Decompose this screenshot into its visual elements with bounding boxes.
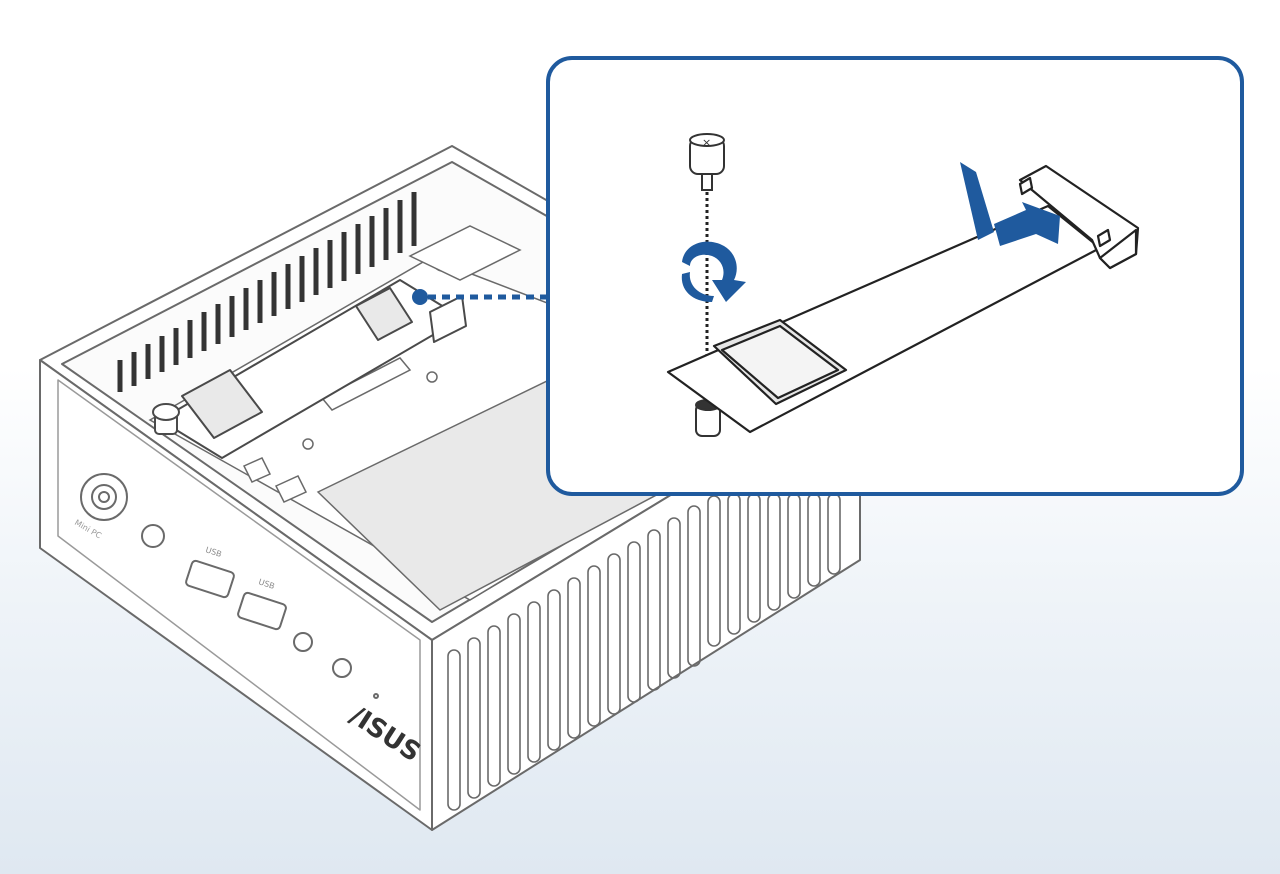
screw-head-mark: × bbox=[702, 136, 711, 149]
board-connector-1 bbox=[320, 357, 412, 411]
status-led bbox=[373, 693, 379, 699]
installed-ssd-chip-2 bbox=[355, 287, 413, 341]
board-hole-2 bbox=[302, 438, 314, 450]
m2-connector-front bbox=[1098, 228, 1138, 270]
callout-dot-icon bbox=[412, 289, 428, 305]
screw-head-top bbox=[689, 133, 725, 147]
board-corner-bracket bbox=[408, 225, 522, 281]
screw-icon bbox=[152, 403, 180, 421]
insert-arrow-icon bbox=[960, 162, 1060, 246]
front-face-inset bbox=[57, 379, 421, 811]
rotate-arrow-icon bbox=[681, 241, 746, 302]
board-connector-3 bbox=[274, 475, 308, 503]
board-connector-2 bbox=[242, 457, 272, 483]
insert-arrow-main bbox=[994, 202, 1060, 246]
installed-ssd bbox=[152, 279, 467, 459]
installed-ssd-chip-1 bbox=[181, 369, 263, 439]
audio-jack-1[interactable] bbox=[293, 632, 313, 652]
screw-thread bbox=[701, 173, 713, 191]
audio-jack-2[interactable] bbox=[332, 658, 352, 678]
back-wall-vents bbox=[117, 192, 417, 392]
callout-leader bbox=[412, 289, 548, 305]
front-jack-1[interactable] bbox=[141, 524, 165, 548]
usb-port-2[interactable] bbox=[237, 591, 287, 631]
callout-ssd bbox=[666, 164, 1140, 434]
front-panel bbox=[80, 473, 379, 699]
installed-ssd-slot bbox=[429, 295, 467, 343]
usb-port-1[interactable] bbox=[185, 559, 235, 599]
callout-ssd-chip-shadow bbox=[720, 324, 840, 400]
m2-connector-notch-1 bbox=[1018, 176, 1034, 196]
m2-connector-notch-2 bbox=[1096, 228, 1112, 248]
insert-arrow-slant bbox=[960, 162, 994, 240]
board-hole-1 bbox=[426, 371, 438, 383]
power-button-core[interactable] bbox=[98, 491, 110, 503]
